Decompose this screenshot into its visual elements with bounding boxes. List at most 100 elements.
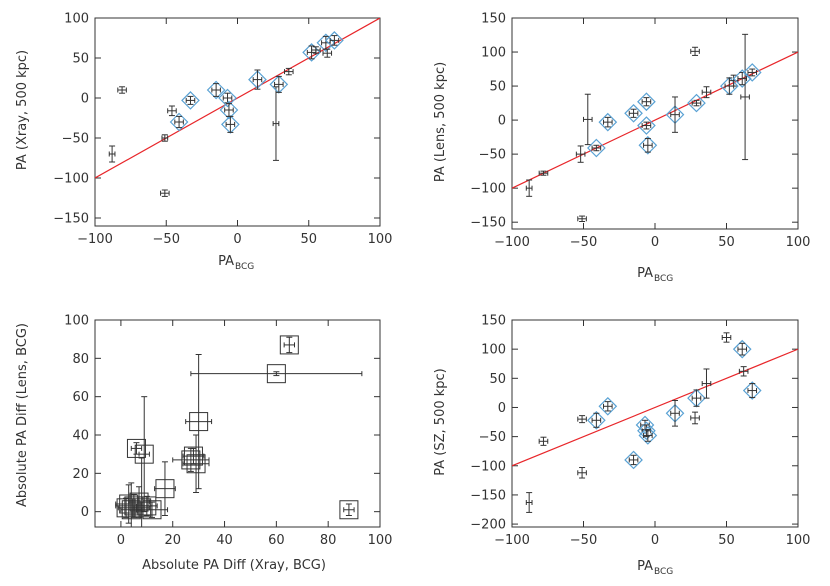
data-point-top-right bbox=[598, 112, 618, 132]
data-layer-top-right bbox=[512, 33, 798, 223]
xtick-label-top-right: −50 bbox=[570, 235, 597, 250]
xlabel-sub-top-right: BCG bbox=[654, 274, 673, 284]
diamond-marker bbox=[598, 396, 618, 416]
diamond-marker bbox=[169, 112, 189, 132]
ytick-label-top-right: −150 bbox=[470, 216, 506, 231]
data-layer-top-left bbox=[95, 18, 380, 197]
ytick-label-top-right: −50 bbox=[479, 148, 506, 163]
data-point-top-left bbox=[325, 31, 344, 50]
data-point-top-left bbox=[206, 80, 226, 100]
data-point-bottom-left bbox=[126, 438, 146, 458]
data-point-top-right bbox=[624, 103, 643, 123]
xtick-label-bottom-left: 60 bbox=[268, 533, 285, 548]
data-point-bottom-right bbox=[665, 399, 685, 427]
data-point-top-right bbox=[687, 93, 706, 113]
diamond-marker bbox=[638, 426, 658, 445]
data-point-top-left bbox=[169, 112, 189, 132]
ytick-label-top-left: 100 bbox=[64, 12, 89, 27]
data-point-top-left bbox=[218, 88, 237, 108]
square-marker bbox=[279, 335, 299, 355]
xtick-label-top-left: −100 bbox=[77, 232, 113, 247]
data-point-top-left bbox=[108, 145, 116, 163]
ytick-label-top-right: −100 bbox=[470, 182, 506, 197]
diamond-marker bbox=[587, 410, 606, 430]
diamond-marker bbox=[206, 80, 226, 100]
xtick-label-bottom-right: −100 bbox=[494, 533, 530, 548]
xtick-label-bottom-left: 40 bbox=[216, 533, 233, 548]
reference-line-top-right bbox=[512, 51, 798, 189]
data-point-bottom-left bbox=[154, 461, 176, 516]
diamond-marker bbox=[687, 93, 706, 113]
data-point-bottom-right bbox=[732, 339, 752, 359]
data-point-top-left bbox=[269, 75, 289, 94]
data-point-top-right bbox=[742, 63, 762, 82]
xtick-label-top-left: −50 bbox=[153, 232, 180, 247]
ytick-label-bottom-left: 80 bbox=[72, 352, 89, 367]
data-point-bottom-left bbox=[182, 434, 210, 493]
data-point-bottom-right bbox=[721, 332, 732, 343]
xtick-label-top-right: 0 bbox=[651, 235, 659, 250]
data-point-top-left bbox=[221, 115, 240, 134]
square-marker bbox=[126, 438, 146, 458]
data-point-bottom-right bbox=[587, 410, 606, 430]
data-point-top-left bbox=[311, 46, 321, 54]
xtick-label-top-left: 100 bbox=[368, 232, 393, 247]
diamond-marker bbox=[598, 112, 618, 132]
ytick-label-bottom-left: 100 bbox=[64, 314, 89, 329]
data-point-top-right bbox=[525, 179, 533, 197]
ytick-label-bottom-right: −100 bbox=[470, 459, 506, 474]
diamond-marker bbox=[638, 135, 658, 155]
ytick-label-top-right: 50 bbox=[489, 80, 506, 95]
ytick-label-bottom-right: 50 bbox=[489, 372, 506, 387]
data-point-bottom-right bbox=[598, 396, 618, 416]
data-point-top-right bbox=[701, 86, 712, 99]
data-point-top-left bbox=[181, 91, 200, 110]
xtick-label-top-left: 0 bbox=[233, 232, 241, 247]
ytick-label-top-left: 50 bbox=[72, 52, 89, 67]
data-point-top-right bbox=[577, 215, 587, 223]
data-layer-bottom-right bbox=[512, 332, 798, 513]
data-point-top-right bbox=[740, 33, 750, 161]
ytick-label-top-left: −50 bbox=[62, 132, 89, 147]
ytick-label-bottom-left: 40 bbox=[72, 429, 89, 444]
data-point-bottom-left bbox=[339, 500, 359, 520]
ytick-label-bottom-right: 150 bbox=[481, 314, 506, 329]
diamond-marker bbox=[624, 103, 643, 123]
ytick-label-bottom-right: −200 bbox=[470, 518, 506, 533]
reference-line-bottom-right bbox=[512, 348, 798, 467]
ytick-label-top-right: 150 bbox=[481, 12, 506, 27]
data-point-top-left bbox=[284, 67, 294, 76]
diamond-marker bbox=[637, 421, 656, 441]
ytick-label-bottom-left: 60 bbox=[72, 390, 89, 405]
ytick-label-bottom-right: 100 bbox=[481, 343, 506, 358]
diamond-marker bbox=[219, 100, 239, 120]
xlabel-sub-top-left: BCG bbox=[235, 262, 254, 272]
xtick-label-bottom-right: 100 bbox=[786, 533, 811, 548]
diamond-marker bbox=[624, 450, 643, 470]
diamond-marker bbox=[218, 88, 237, 108]
xtick-label-top-right: 50 bbox=[718, 235, 735, 250]
data-point-bottom-right bbox=[538, 436, 549, 446]
data-point-bottom-right bbox=[638, 426, 658, 445]
data-point-top-right bbox=[665, 96, 685, 133]
data-point-top-left bbox=[161, 134, 169, 142]
diamond-marker bbox=[637, 116, 656, 135]
data-point-top-right bbox=[690, 46, 700, 56]
xtick-label-bottom-right: 50 bbox=[718, 533, 735, 548]
xtick-label-top-right: −100 bbox=[494, 235, 530, 250]
ylabel-top-right: PA (Lens, 500 kpc) bbox=[433, 62, 448, 182]
data-point-top-right bbox=[587, 138, 606, 158]
diamond-marker bbox=[181, 91, 200, 110]
data-point-bottom-right bbox=[577, 467, 587, 479]
data-point-top-right bbox=[538, 170, 549, 176]
xtick-label-top-left: 50 bbox=[300, 232, 317, 247]
ytick-label-top-left: −150 bbox=[53, 212, 89, 227]
data-point-bottom-right bbox=[742, 381, 762, 400]
